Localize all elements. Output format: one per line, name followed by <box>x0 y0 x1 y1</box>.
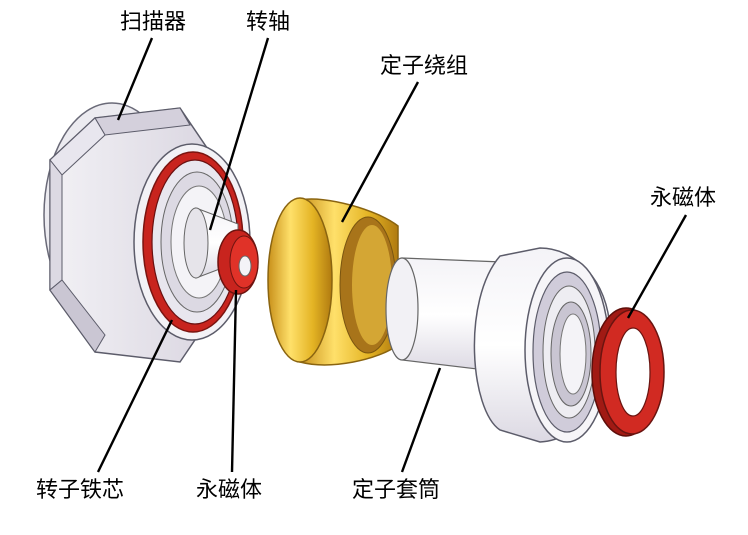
scanner-housing <box>43 102 259 363</box>
label-scanner: 扫描器 <box>120 10 187 35</box>
leader-rotor-core <box>96 319 174 473</box>
leader-shaft <box>208 37 270 231</box>
leader-stator-winding <box>340 81 420 223</box>
stator-winding <box>267 197 399 366</box>
leader-stator-sleeve <box>400 367 442 473</box>
leader-scanner <box>116 37 154 121</box>
label-magnet-right: 永磁体 <box>650 186 717 211</box>
label-rotor-core: 转子铁芯 <box>36 478 125 503</box>
magnet-ring-right <box>591 307 665 437</box>
stator-sleeve <box>385 247 611 443</box>
label-stator-sleeve: 定子套筒 <box>352 478 441 503</box>
label-stator-winding: 定子绕组 <box>380 54 469 79</box>
leader-magnet-left <box>230 289 238 473</box>
leader-lines <box>96 37 688 473</box>
label-shaft: 转轴 <box>246 10 291 35</box>
label-magnet-left: 永磁体 <box>196 478 263 503</box>
leader-magnet-right <box>626 214 688 319</box>
